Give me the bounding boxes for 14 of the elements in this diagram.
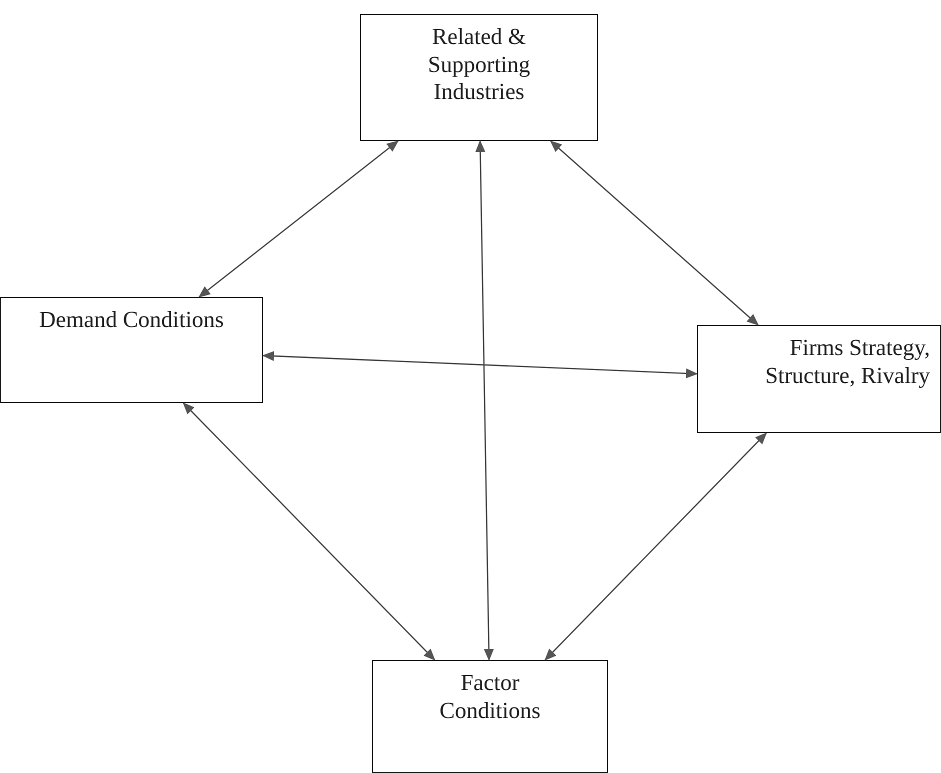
double-arrow [550, 140, 759, 326]
double-arrow [182, 402, 436, 661]
factor-box [360, 14, 598, 141]
double-arrow [262, 351, 698, 378]
factor-box [697, 325, 941, 433]
factor-box [372, 660, 608, 773]
double-arrow [198, 140, 399, 298]
double-arrow [544, 432, 768, 661]
box-label: Demand Conditions [39, 306, 224, 334]
box-label: Factor Conditions [438, 669, 542, 724]
box-label: Firms Strategy, Structure, Rivalry [764, 334, 930, 390]
box-label: Related & Supporting Industries [426, 23, 532, 106]
double-arrow [475, 140, 494, 661]
factor-box [0, 297, 263, 403]
